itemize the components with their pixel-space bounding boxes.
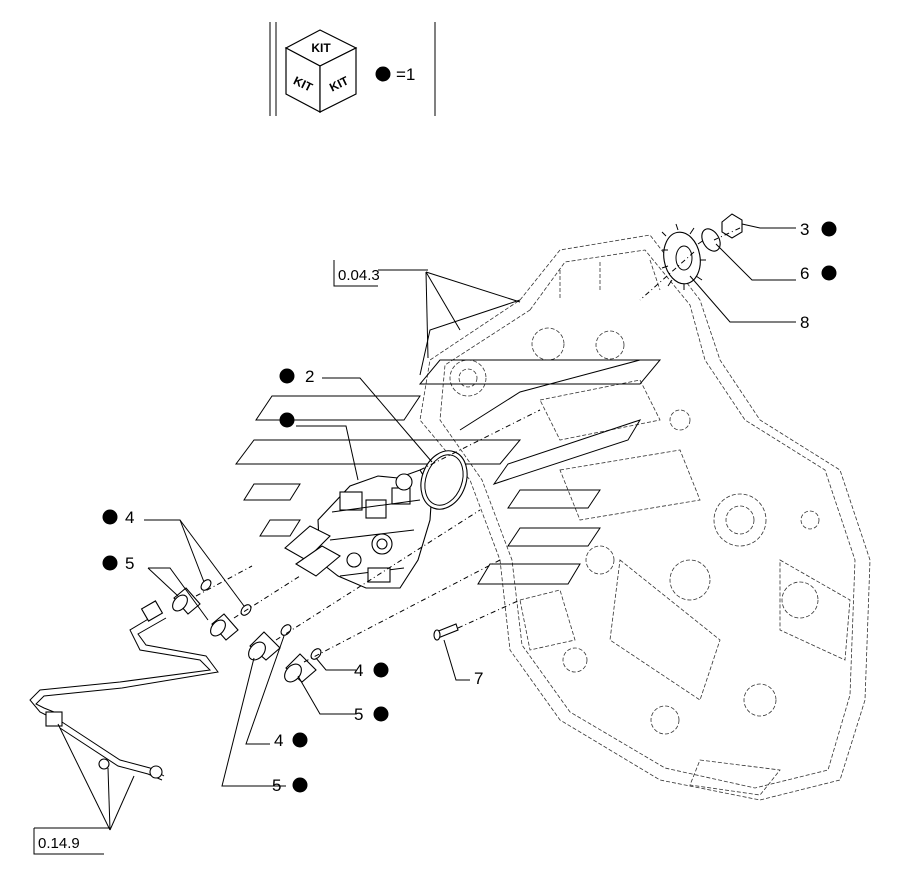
fitting-upper	[172, 587, 201, 615]
svg-text:4: 4	[125, 508, 134, 527]
callout-7: 7	[474, 669, 483, 688]
mounting-plate-layers	[235, 299, 662, 585]
ref-box-0-04-3: 0.04.3	[333, 260, 380, 287]
callout-4-upper: 4	[102, 508, 134, 527]
kit-bullet-icon	[102, 509, 118, 525]
svg-text:5: 5	[354, 705, 363, 724]
gear-washer	[701, 228, 721, 252]
kit-bullet-icon	[279, 412, 295, 428]
kit-bullet-icon	[279, 368, 295, 384]
svg-text:3: 3	[800, 220, 809, 239]
callout-5-lower: 5	[272, 776, 308, 795]
seal-ring-upper	[200, 579, 212, 591]
kit-cube-icon: KIT KIT KIT	[284, 29, 358, 113]
kit-bullet-icon	[821, 221, 837, 237]
svg-text:4: 4	[354, 661, 363, 680]
engine-housing-drawing	[419, 234, 871, 801]
kit-bullet-icon	[373, 706, 389, 722]
fitting-lower-left	[248, 631, 281, 661]
ref-box-0-14-9: 0.14.9	[33, 827, 110, 855]
gear-nut	[721, 213, 743, 239]
ref-label-0-14-9: 0.14.9	[38, 835, 80, 852]
pump-o-ring	[420, 450, 468, 510]
assembly-axis-lines	[195, 227, 741, 663]
callout-4-lower: 4	[274, 731, 308, 750]
callout-2: 2	[279, 367, 314, 386]
svg-text:4: 4	[274, 731, 283, 750]
callout-5-middle: 5	[354, 705, 389, 724]
callout-3: 3	[800, 220, 837, 239]
kit-equals-one: =1	[396, 65, 415, 84]
callout-pump	[279, 412, 295, 428]
svg-text:5: 5	[272, 776, 281, 795]
kit-bullet-icon	[292, 732, 308, 748]
kit-top-label: KIT	[311, 41, 331, 55]
kit-bullet-icon	[292, 777, 308, 793]
svg-text:5: 5	[125, 554, 134, 573]
leader-lines	[57, 223, 796, 831]
svg-text:2: 2	[305, 367, 314, 386]
seal-ring-lower-right	[310, 648, 322, 660]
kit-bullet-icon	[375, 66, 391, 82]
kit-bullet-icon	[373, 662, 389, 678]
callout-4-middle: 4	[354, 661, 389, 680]
fitting-middle	[210, 613, 239, 641]
callout-5-upper: 5	[102, 554, 134, 573]
kit-legend: KIT KIT KIT =1	[269, 22, 436, 116]
fuel-pipe	[29, 600, 219, 781]
svg-text:6: 6	[800, 264, 809, 283]
ref-label-0-04-3: 0.04.3	[338, 267, 380, 284]
callout-6: 6	[800, 264, 837, 283]
callout-8: 8	[800, 313, 809, 332]
seal-ring-lower-left	[280, 624, 292, 636]
svg-text:7: 7	[474, 669, 483, 688]
svg-text:8: 8	[800, 313, 809, 332]
injection-pump	[284, 469, 433, 589]
kit-bullet-icon	[821, 265, 837, 281]
drive-gear	[661, 223, 706, 290]
kit-bullet-icon	[102, 555, 118, 571]
bolt	[433, 623, 459, 641]
fitting-lower-right	[284, 653, 317, 683]
